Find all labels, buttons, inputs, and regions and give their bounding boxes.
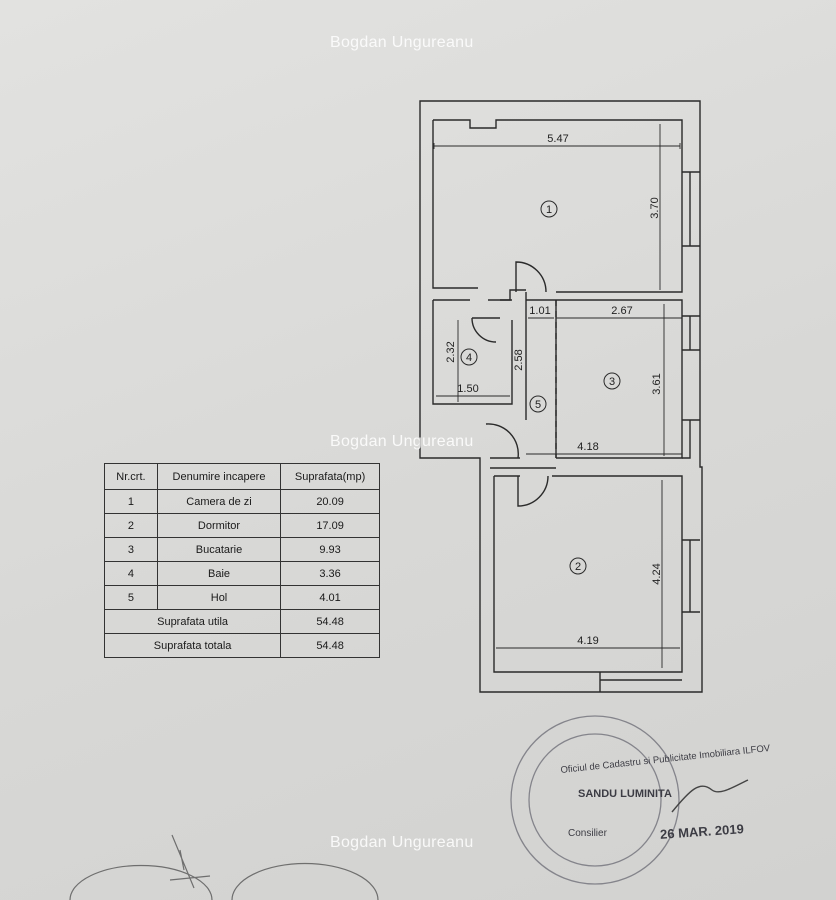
table-row: 2 Dormitor 17.09 [104, 513, 380, 538]
row-name: Baie [156, 561, 282, 586]
stamp-person: SANDU LUMINITA [578, 788, 672, 800]
row-area: 4.01 [280, 585, 380, 610]
signature-mark [671, 779, 749, 813]
total-value: 54.48 [280, 633, 380, 658]
room-4-height-label: 2.32 [445, 341, 457, 362]
room-2-number: 2 [575, 561, 581, 573]
total-row-utila: Suprafata utila 54.48 [103, 609, 380, 634]
row-area: 3.36 [280, 561, 380, 586]
bottom-stamp-right [231, 862, 379, 900]
room-5-circle [529, 395, 547, 413]
room-1-circle [540, 200, 558, 218]
watermark-bottom: Bogdan Ungureanu [330, 834, 474, 851]
row-nr: 1 [104, 489, 158, 514]
table-row: 3 Bucatarie 9.93 [104, 537, 380, 562]
room-3-number: 3 [609, 376, 615, 388]
room-4-circle [460, 348, 478, 366]
row-area: 20.09 [280, 489, 380, 514]
header-area: Suprafata(mp) [280, 463, 380, 490]
row-nr: 4 [104, 561, 158, 586]
door-room-4 [471, 317, 500, 343]
header-name: Denumire incapere [156, 463, 282, 490]
row-nr: 5 [104, 585, 158, 610]
room-1-outline [432, 119, 683, 293]
row-area: 17.09 [280, 513, 380, 538]
room-2-circle [569, 557, 587, 575]
room-2-outline [493, 475, 683, 673]
table-row: 4 Baie 3.36 [104, 561, 380, 586]
door-hall [485, 423, 519, 459]
hall-extra-dimension-label: 4.18 [577, 441, 598, 453]
watermark-middle: Bogdan Ungureanu [330, 433, 474, 450]
total-label: Suprafata utila [103, 609, 282, 634]
table-row: 5 Hol 4.01 [104, 585, 380, 610]
row-nr: 3 [104, 537, 158, 562]
row-name: Hol [156, 585, 282, 610]
room-2-width-label: 4.19 [577, 635, 598, 647]
total-label: Suprafata totala [103, 633, 282, 658]
room-3-width-label: 2.67 [611, 305, 632, 317]
room-5-height-label: 2.58 [513, 349, 525, 370]
room-3-outline [555, 299, 683, 459]
outer-wall [419, 100, 703, 693]
room-3-height-label: 3.61 [651, 373, 663, 394]
row-name: Dormitor [156, 513, 282, 538]
room-5-width-label: 1.01 [529, 305, 550, 317]
door-room-2 [517, 475, 549, 507]
door-room-1 [515, 261, 547, 293]
room-area-table: Nr.crt. Denumire incapere Suprafata(mp) … [103, 463, 380, 658]
room-1-height-label: 3.70 [649, 197, 661, 218]
total-value: 54.48 [280, 609, 380, 634]
table-header-row: Nr.crt. Denumire incapere Suprafata(mp) [104, 463, 380, 490]
row-area: 9.93 [280, 537, 380, 562]
row-name: Camera de zi [156, 489, 282, 514]
header-nr: Nr.crt. [104, 463, 158, 490]
official-stamp [510, 715, 680, 885]
room-5-number: 5 [535, 399, 541, 411]
table-row: 1 Camera de zi 20.09 [104, 489, 380, 514]
bottom-stamp-left [69, 864, 213, 900]
stamp-role: Consilier [568, 828, 607, 839]
row-name: Bucatarie [156, 537, 282, 562]
room-1-number: 1 [546, 204, 552, 216]
room-4-width-label: 1.50 [457, 383, 478, 395]
watermark-top: Bogdan Ungureanu [330, 34, 474, 51]
row-nr: 2 [104, 513, 158, 538]
room-4-number: 4 [466, 352, 472, 364]
room-2-height-label: 4.24 [651, 563, 663, 584]
room-3-circle [603, 372, 621, 390]
room-1-width-label: 5.47 [547, 133, 568, 145]
total-row-totala: Suprafata totala 54.48 [103, 633, 380, 658]
